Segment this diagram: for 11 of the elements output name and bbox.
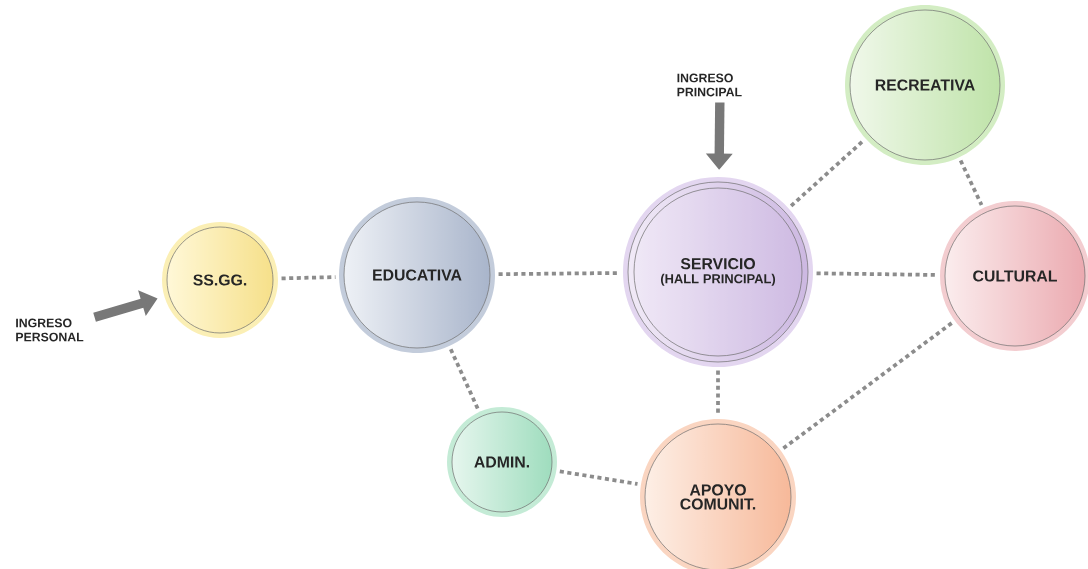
entrance-label: INGRESO PRINCIPAL [677,73,742,97]
dotted-connector [281,275,336,281]
dotted-connector [498,271,620,277]
entrance-label: INGRESO PERSONAL [16,318,84,342]
dotted-connector [782,321,954,450]
dotted-connector [958,159,984,206]
dotted-connector [559,469,638,486]
dotted-connector [816,271,937,277]
dotted-connector [716,370,720,416]
dotted-connector [789,139,865,208]
dotted-connector [449,348,480,410]
